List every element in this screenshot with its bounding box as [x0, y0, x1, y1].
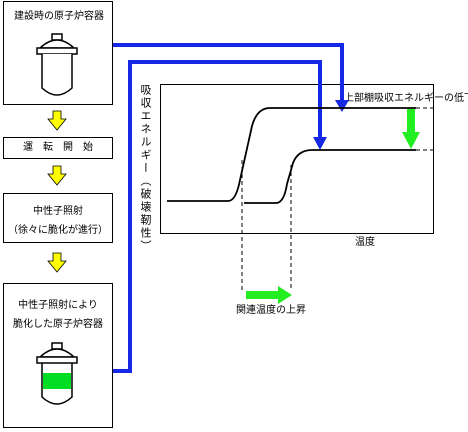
- y-axis-label: 吸収エネルギー（破壊靭性）: [139, 84, 152, 253]
- reactor-vessel-icon-new: [36, 33, 78, 96]
- curve-after: [244, 149, 416, 204]
- blue-arrow-upper: [113, 43, 344, 108]
- yellow-down-arrow-3: [47, 252, 67, 273]
- step-irradiation-label-1: 中性子照射: [33, 206, 83, 217]
- yellow-down-arrow-2: [47, 165, 67, 186]
- upper-shelf-note: 上部棚吸収エネルギーの低下: [344, 93, 468, 104]
- step-construction-label: 建設時の原子炉容器: [14, 11, 104, 22]
- reactor-vessel-icon-embrittled: [36, 342, 78, 405]
- step-start-label: 運 転 開 始: [23, 142, 93, 153]
- green-down-arrow: [402, 109, 420, 149]
- x-axis-label: 温度: [355, 237, 375, 248]
- graph-frame: [160, 84, 434, 234]
- curve-before: [167, 107, 416, 202]
- yellow-down-arrow-1: [47, 110, 67, 131]
- blue-arrow-lower-head: [313, 137, 327, 150]
- step-embrittled-label-1: 中性子照射により: [18, 300, 98, 311]
- blue-arrow-upper-head: [335, 100, 349, 112]
- step-embrittled-label-2: 脆化した原子炉容器: [13, 319, 103, 330]
- green-right-arrow: [246, 286, 292, 304]
- transition-shift-note: 関連温度の上昇: [236, 305, 306, 316]
- step-irradiation-label-2: （徐々に脆化が進行）: [8, 225, 108, 236]
- step-box-irradiation: [3, 193, 113, 243]
- step-box-start: [3, 137, 113, 159]
- blue-arrow-lower: [113, 60, 322, 373]
